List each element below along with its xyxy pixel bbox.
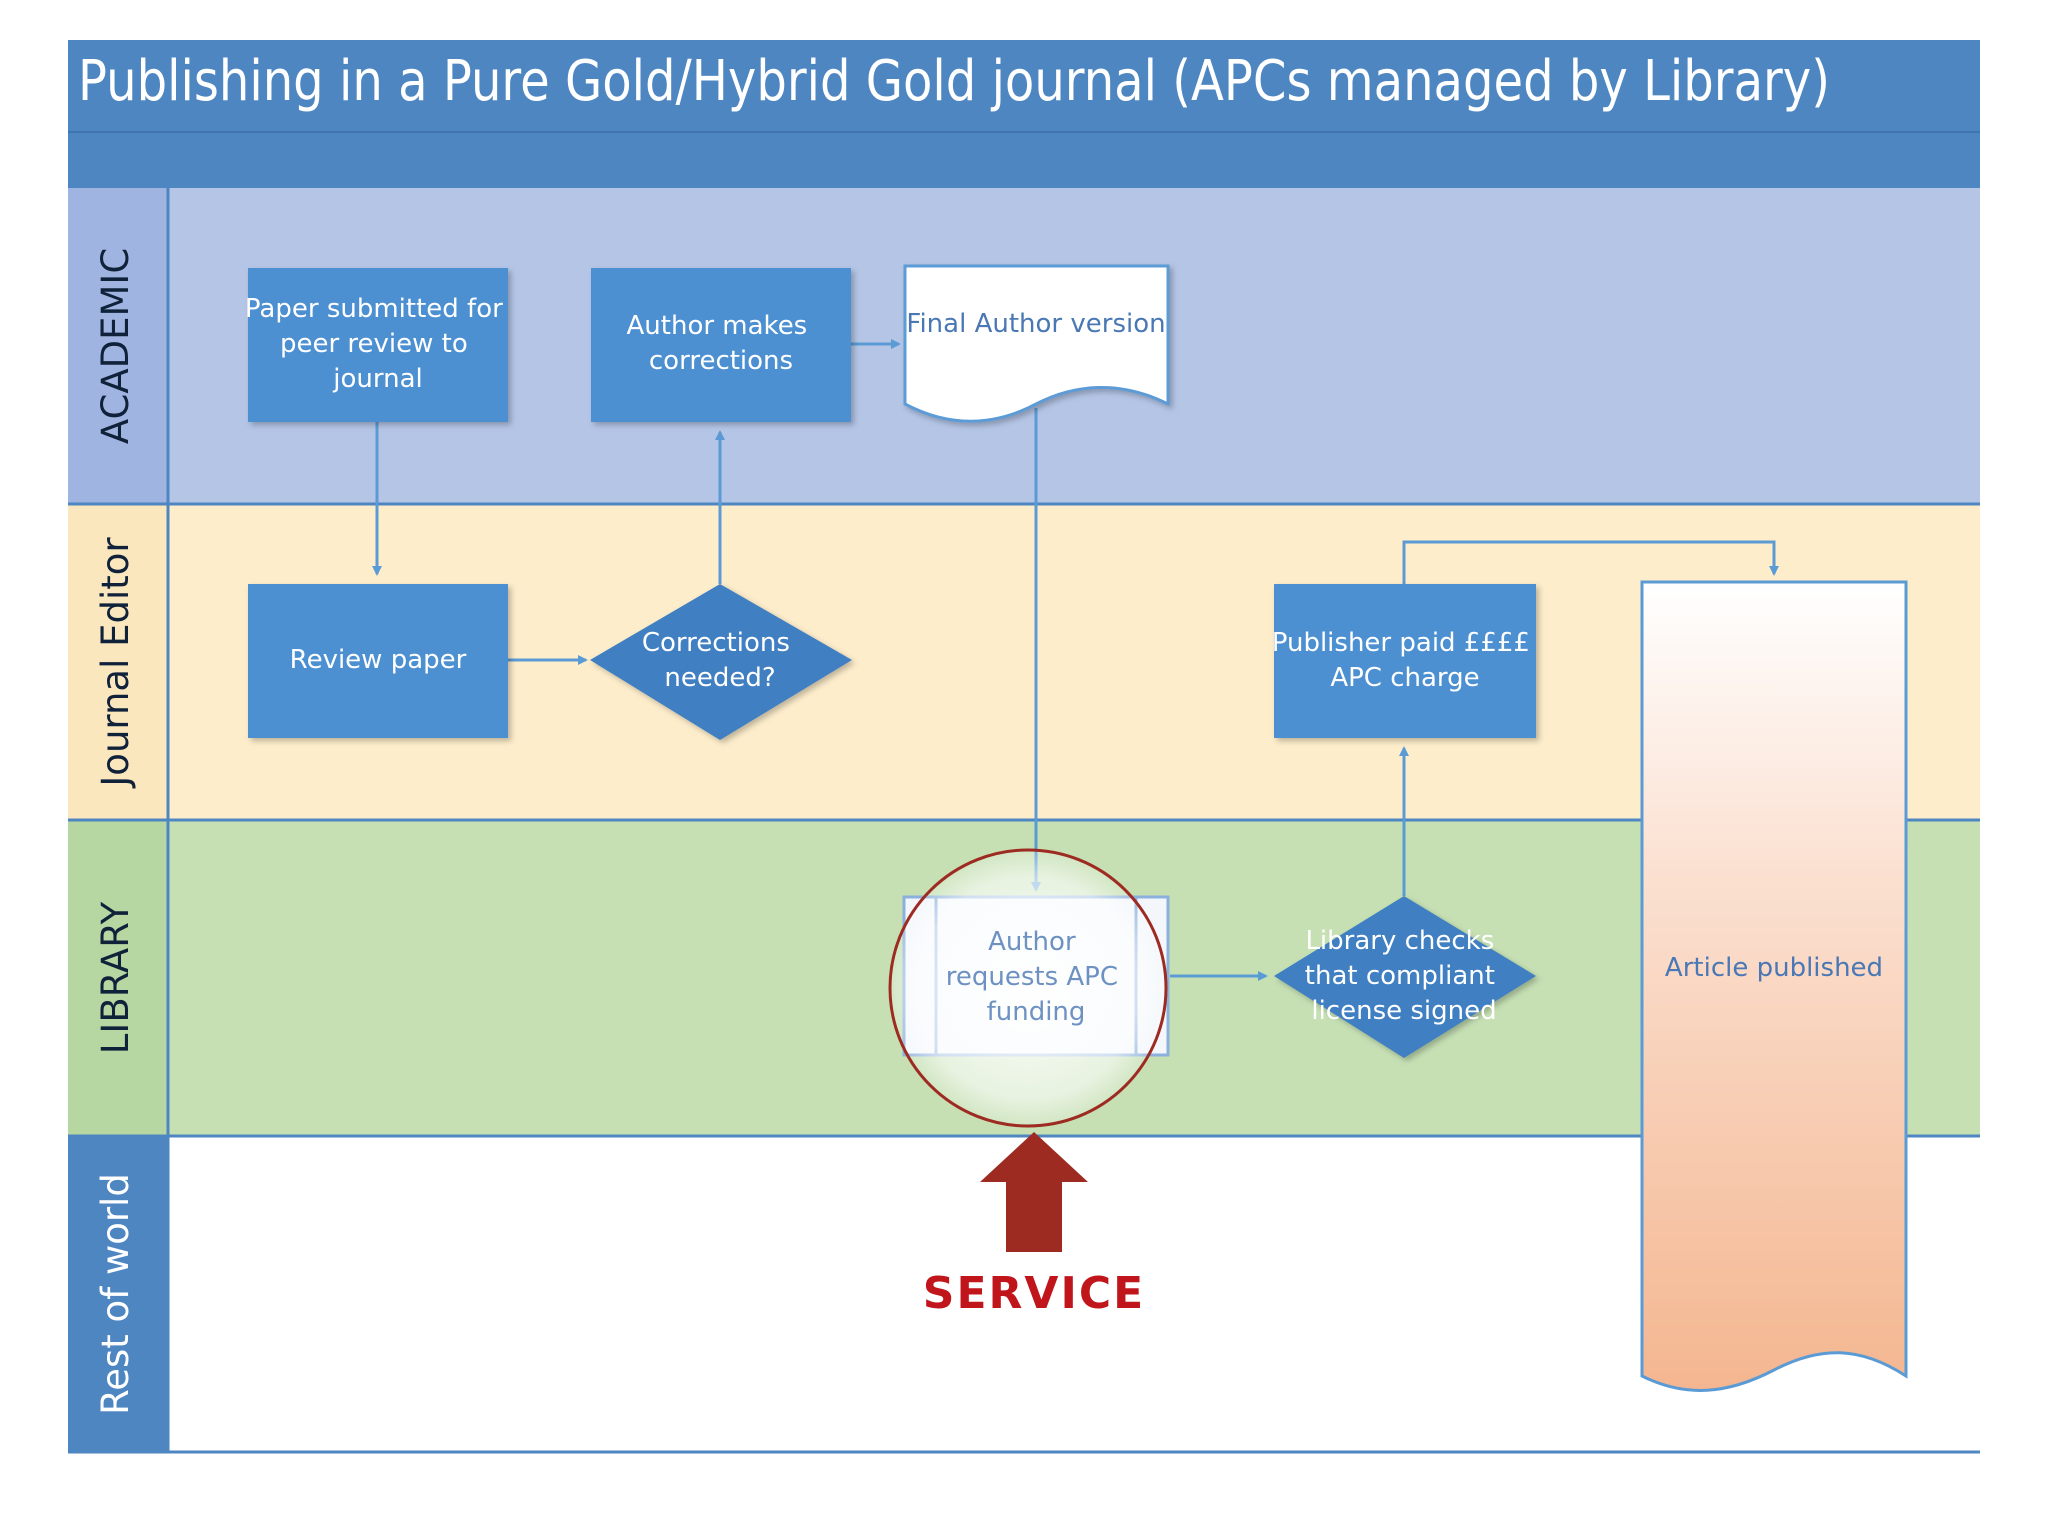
lane-label-library: LIBRARY <box>94 901 137 1054</box>
node-publisher-paid: Publisher paid ££££ APC charge <box>1272 584 1539 738</box>
header-background <box>68 40 1980 188</box>
process-box <box>1274 584 1536 738</box>
lane-label-journal-editor: Journal Editor <box>94 537 137 789</box>
decision-diamond <box>1274 896 1536 1058</box>
node-article-published: Article published <box>1640 580 1908 1392</box>
service-label: SERVICE <box>923 1268 1145 1319</box>
node-label-line: Author <box>988 927 1076 957</box>
lane-label-academic-bg <box>68 188 168 504</box>
node-label-line: needed? <box>664 663 775 693</box>
up-arrow-icon <box>980 1132 1088 1252</box>
node-label-line: Review paper <box>290 645 467 675</box>
node-label-line: funding <box>987 997 1086 1027</box>
document-shape <box>903 264 1170 423</box>
service-highlight: Author requests APC funding <box>888 848 1168 1128</box>
node-label-line: Paper submitted for <box>245 294 503 324</box>
decision-diamond <box>590 584 852 740</box>
node-library-checks: Library checks that compliant license si… <box>1274 896 1536 1058</box>
node-label-line: journal <box>332 364 422 394</box>
node-label-line: Library checks <box>1305 926 1494 956</box>
diagram-header: Publishing in a Pure Gold/Hybrid Gold jo… <box>68 40 1980 188</box>
node-final-author-version: Final Author version <box>903 264 1170 423</box>
node-label-line: Author makes <box>627 311 808 341</box>
node-label-line: Publisher paid ££££ <box>1272 628 1530 658</box>
svg-text:Publisher paid ££££ APC: Publisher paid ££££ APC charge <box>1272 628 1539 693</box>
svg-text:Library checks that comp: Library checks that compliant license si… <box>1305 926 1503 1026</box>
node-paper-submitted: Paper submitted for peer review to journ… <box>245 268 511 422</box>
process-box <box>248 584 508 738</box>
connector-publisher-to-published <box>1402 540 1779 584</box>
node-corrections-needed: Corrections needed? <box>590 584 852 740</box>
node-label-line: requests APC <box>946 962 1118 992</box>
node-author-corrections: Author makes corrections <box>591 268 851 422</box>
node-label-line: Article published <box>1665 953 1883 983</box>
lane-label-rest-of-world: Rest of world <box>94 1173 137 1415</box>
lane-label-library-bg <box>68 820 168 1136</box>
node-label-line: APC charge <box>1330 663 1479 693</box>
process-box <box>248 268 508 422</box>
svg-text:Author makes corrections: Author makes corrections <box>627 311 816 376</box>
svg-text:Author requests APC: Author requests APC funding <box>946 927 1127 1027</box>
node-review-paper: Review paper <box>248 584 508 738</box>
node-label-line: Final Author version <box>906 309 1165 339</box>
service-callout: SERVICE <box>923 1132 1145 1319</box>
connectors <box>372 339 1779 981</box>
document-shape <box>1640 580 1908 1392</box>
svg-text:Paper submitted for peer: Paper submitted for peer review to journ… <box>245 294 511 394</box>
node-label-line: corrections <box>649 346 793 376</box>
process-box <box>591 268 851 422</box>
node-label-line: license signed <box>1311 996 1496 1026</box>
lane-label-journal-bg <box>68 504 168 820</box>
svg-text:Corrections needed?: Corrections needed? <box>642 628 798 693</box>
lane-label-academic: ACADEMIC <box>94 248 137 444</box>
node-label-line: peer review to <box>280 329 468 359</box>
highlight-circle <box>888 848 1168 1128</box>
node-label-line: that compliant <box>1305 961 1495 991</box>
lane-label-rest-bg <box>68 1136 168 1452</box>
diagram-title: Publishing in a Pure Gold/Hybrid Gold jo… <box>78 49 1830 114</box>
node-label-line: Corrections <box>642 628 790 658</box>
